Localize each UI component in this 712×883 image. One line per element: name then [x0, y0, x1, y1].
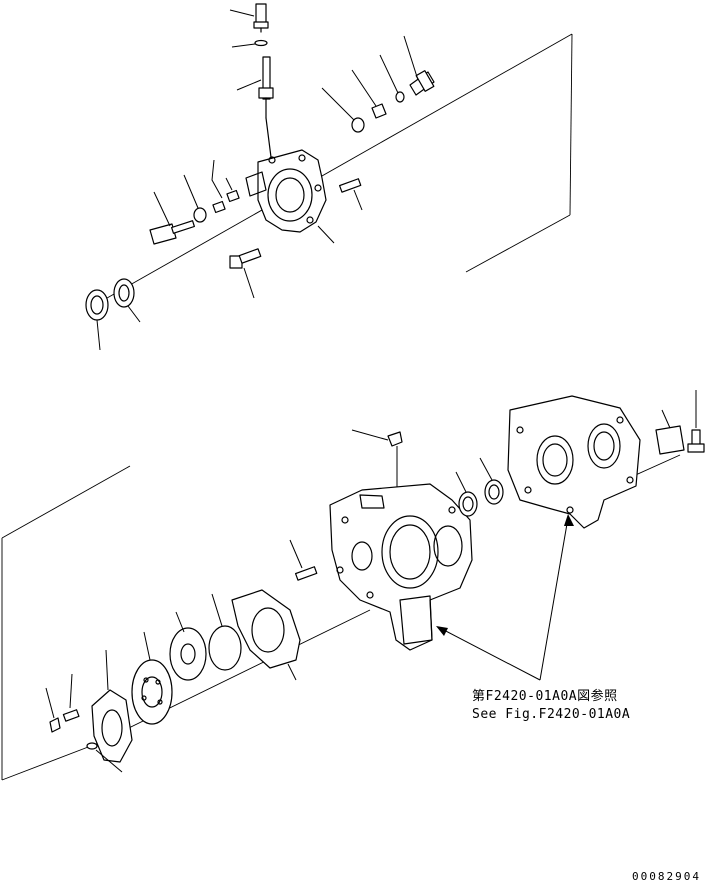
washer-part	[395, 91, 405, 103]
leader-hub-disc	[143, 631, 151, 661]
leader-shaft	[236, 79, 262, 91]
leader-small-clip	[45, 687, 55, 719]
plate-disc	[169, 627, 207, 681]
dowel-pin-lower	[294, 566, 318, 581]
leader-plate	[661, 409, 671, 429]
seal-ring-b	[484, 479, 504, 505]
upper-assembly	[85, 3, 573, 351]
clip-part	[371, 103, 387, 119]
lever-part	[149, 220, 195, 245]
lower-frame-line-top	[1, 465, 131, 539]
small-pin	[62, 709, 80, 722]
leader-seal-upper	[183, 174, 199, 209]
leader-plate-disc	[175, 611, 185, 633]
leader-gasket	[287, 663, 297, 681]
upper-frame-line-right	[569, 33, 573, 216]
seal-ring-a	[458, 491, 478, 517]
ref-arrowhead-right	[564, 514, 574, 526]
leader-seal-a	[455, 471, 467, 493]
small-dowel	[86, 742, 98, 750]
leader-small-dowel	[95, 749, 123, 773]
leader-vent	[351, 429, 389, 441]
bushing-left	[212, 200, 226, 214]
ref-arrowhead-left	[436, 626, 448, 636]
plug-part	[253, 3, 269, 33]
rear-case-housing	[507, 395, 641, 529]
reference-label-jp: 第F2420-01A0A図参照	[472, 688, 618, 704]
upper-frame-line-top	[99, 33, 573, 303]
leader-bushings-2	[225, 177, 233, 191]
thrust-washer-b	[113, 278, 135, 308]
vent-plug	[387, 431, 403, 447]
ref-arrow-right	[539, 517, 569, 681]
drawing-code: 00082904	[632, 870, 701, 883]
lower-frame-line-bottom	[1, 743, 97, 781]
bolt-part	[409, 70, 435, 96]
dowel-pin-upper	[338, 178, 362, 193]
main-case-housing	[329, 483, 473, 651]
leader-washer	[379, 54, 399, 94]
leader-cover-housing	[317, 225, 335, 244]
leader-plug	[229, 9, 255, 17]
shaft-rod-part	[258, 56, 274, 166]
lower-axis-line	[95, 609, 371, 745]
o-ring-small	[254, 39, 268, 47]
bushing-part	[351, 117, 365, 133]
reference-label-en: See Fig.F2420-01A0A	[472, 707, 630, 722]
case-bore-main	[381, 515, 439, 589]
name-plate	[655, 425, 685, 455]
leader-bolt	[403, 35, 419, 81]
leader-seal-b	[479, 457, 493, 481]
upper-frame-line-bottom	[465, 214, 571, 273]
leader-bushing	[321, 87, 355, 121]
lower-assembly	[1, 390, 705, 781]
upper-cover-housing	[245, 149, 327, 233]
leader-bushings	[211, 159, 223, 199]
bushing-right	[226, 189, 240, 203]
leader-snap-ring	[211, 593, 223, 627]
leader-dowel-upper	[353, 189, 363, 211]
snap-ring	[208, 625, 242, 671]
leader-clip	[351, 69, 377, 107]
leader-lever	[153, 191, 171, 227]
gasket-part	[231, 589, 301, 669]
leader-o-ring	[231, 43, 256, 48]
leader-thrust-a	[96, 319, 101, 351]
leader-small-pin	[69, 673, 73, 709]
ref-arrow-left	[439, 627, 541, 681]
leader-end-cover	[105, 649, 109, 691]
bolt-right-part	[687, 429, 705, 453]
thrust-washer-a	[85, 289, 109, 321]
leader-dowel-lower	[289, 539, 303, 569]
small-clip	[49, 717, 61, 733]
leader-thrust-b	[127, 305, 141, 323]
leader-bolt-lower	[243, 267, 255, 299]
end-cover	[91, 689, 133, 763]
hub-disc	[131, 659, 173, 725]
seal-upper	[193, 207, 207, 223]
bolt-lower-part	[229, 248, 262, 269]
